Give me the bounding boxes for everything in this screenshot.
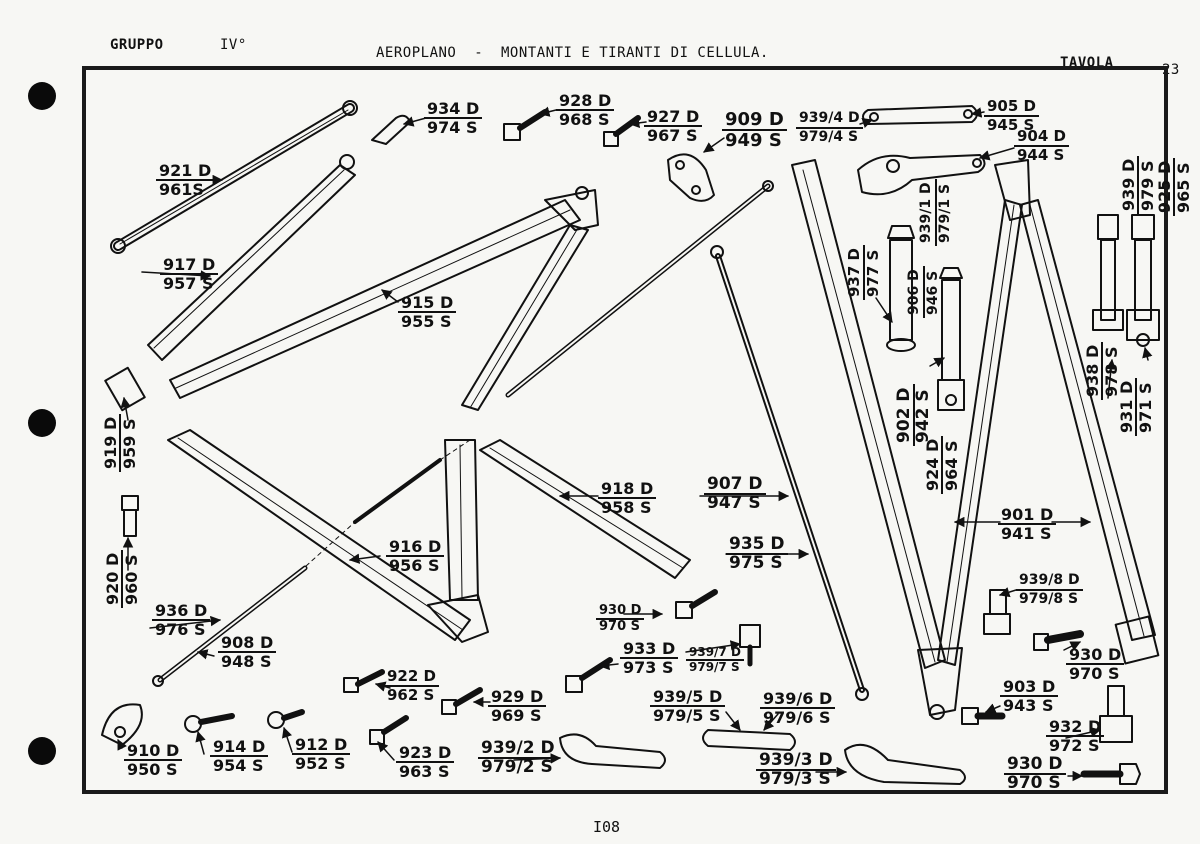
drawing-frame [82, 66, 1168, 794]
bolt-933 [565, 657, 613, 693]
punch-hole-top [28, 82, 56, 110]
clevis-939-7 [739, 624, 761, 667]
page-title: AEROPLANO - MONTANTI E TIRANTI DI CELLUL… [376, 45, 769, 61]
strut-921 [110, 100, 358, 254]
bolt-923 [369, 715, 409, 745]
group-number: IV° [220, 37, 247, 53]
rod-907 [710, 245, 869, 701]
turnbuckle-906 [937, 267, 965, 411]
strut-901 [791, 159, 1160, 720]
bolt-922 [343, 669, 385, 693]
turnbuckle-925 [1126, 214, 1160, 347]
fitting-904 [857, 154, 986, 196]
clevis-932 [1099, 685, 1133, 743]
punch-hole-bottom [28, 737, 56, 765]
plate-909 [667, 153, 715, 202]
bolt-903 [961, 707, 1006, 725]
plate-910 [101, 703, 143, 746]
stud-939-8 [983, 589, 1011, 635]
strut-915 [169, 186, 599, 411]
link-905 [862, 105, 978, 125]
bolt-930 [675, 589, 718, 619]
strut-917 [104, 154, 356, 412]
turnbuckle-939 [1092, 214, 1124, 331]
strut-916 [167, 429, 489, 643]
bolt-920 [121, 495, 139, 537]
bolt-914 [184, 713, 235, 733]
link-939-2 [559, 733, 666, 769]
bolt-928 [503, 109, 548, 141]
bolt-929 [441, 687, 483, 715]
tie-rod-upper [505, 180, 774, 398]
bolt-912 [267, 709, 305, 729]
link-939-5 [702, 729, 796, 751]
link-939-3 [844, 743, 966, 785]
leader-lines [117, 106, 1153, 782]
tie-rod-lower [152, 439, 471, 687]
turnbuckle-937 [886, 225, 916, 352]
bolt-930-right [1033, 630, 1084, 651]
punch-hole-middle [28, 409, 56, 437]
bolt-930-bottom [1080, 763, 1141, 785]
page-number: I08 [593, 818, 621, 836]
strut-918 [479, 439, 691, 579]
group-label: GRUPPO [110, 37, 164, 53]
bolt-934 [371, 114, 411, 145]
